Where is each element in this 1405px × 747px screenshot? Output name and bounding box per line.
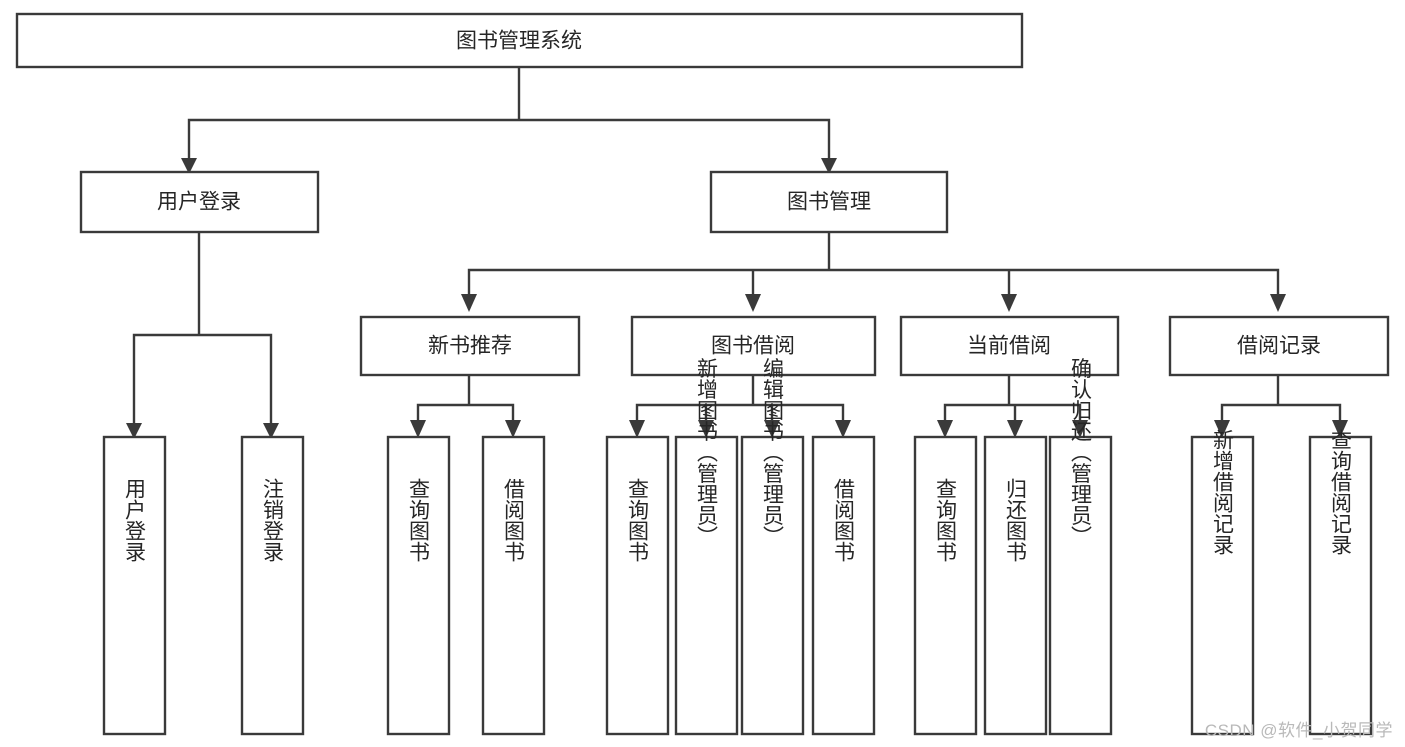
leaf-node-bookborrow-query[interactable]: 查询图书	[605, 435, 670, 736]
leaf-node-newbook-query[interactable]: 查询图书	[386, 435, 451, 736]
connector-borrowrecord-to-leaves	[1220, 373, 1342, 426]
node-label-new-book-recommend: 新书推荐	[428, 335, 512, 358]
leaf-label-query-book: 查询图书	[934, 478, 958, 562]
node-box-shape	[1168, 315, 1390, 377]
connector-group-current-borrow	[937, 373, 1088, 438]
connector-group-borrow-record	[1214, 373, 1348, 438]
arrow-head-icon	[1332, 420, 1348, 438]
leaf-label-borrow-book: 借阅图书	[502, 478, 526, 562]
connector-group-new-book	[410, 373, 521, 438]
leaf-node-borrowrecord-add[interactable]: 新增借阅记录	[1190, 429, 1255, 736]
node-box-shape	[913, 435, 978, 736]
arrow-head-icon	[1072, 420, 1088, 438]
arrow-head-icon	[263, 423, 279, 439]
connector-currentborrow-to-leaves	[943, 373, 1082, 426]
arrow-head-icon	[629, 420, 645, 438]
node-box-shape	[481, 435, 546, 736]
node-box-shape	[630, 315, 877, 377]
connector-group-root	[181, 65, 837, 174]
node-user-login[interactable]: 用户登录	[79, 170, 320, 234]
arrow-head-icon	[1001, 294, 1017, 312]
node-box-shape	[740, 435, 805, 736]
leaf-node-borrowrecord-query[interactable]: 查询借阅记录	[1308, 429, 1373, 736]
node-label-borrow-record: 借阅记录	[1237, 335, 1321, 358]
leaf-node-user-login-login[interactable]: 用户登录	[102, 435, 167, 736]
node-box-shape	[102, 435, 167, 736]
node-book-management[interactable]: 图书管理	[709, 170, 949, 234]
node-box-shape	[674, 435, 739, 736]
node-label-book-borrow: 图书借阅	[711, 335, 795, 358]
leaf-node-newbook-borrow[interactable]: 借阅图书	[481, 435, 546, 736]
leaf-node-bookborrow-edit[interactable]: 编辑图书（管理员）	[740, 358, 805, 736]
connector-bookmanage-to-level3	[467, 230, 1280, 298]
node-box-shape	[1308, 435, 1373, 736]
node-box-shape	[1190, 435, 1255, 736]
leaf-label-user-login: 用户登录	[123, 478, 147, 562]
node-box-shape	[79, 170, 320, 234]
leaf-label-query-borrow-record: 查询借阅记录	[1329, 429, 1353, 555]
node-box-shape	[15, 12, 1024, 69]
node-box-shape	[240, 435, 305, 736]
arrow-head-icon	[410, 420, 426, 438]
connector-userlogin-to-leaves	[132, 230, 273, 427]
leaf-label-edit-book-admin: 编辑图书（管理员）	[761, 358, 785, 547]
leaf-label-add-borrow-record: 新增借阅记录	[1211, 429, 1235, 555]
node-borrow-record[interactable]: 借阅记录	[1168, 315, 1390, 377]
connector-bookborrow-to-leaves	[635, 373, 845, 426]
connector-group-book-manage	[461, 230, 1286, 312]
arrow-head-icon	[505, 420, 521, 438]
arrow-head-icon	[745, 294, 761, 312]
connector-newbook-to-leaves	[416, 373, 515, 426]
node-box-shape	[359, 315, 581, 377]
leaf-label-add-book-admin: 新增图书（管理员）	[695, 358, 719, 547]
node-box-shape	[605, 435, 670, 736]
arrow-head-icon	[698, 420, 714, 438]
node-root-system[interactable]: 图书管理系统	[15, 12, 1024, 69]
node-box-shape	[386, 435, 451, 736]
node-current-borrow[interactable]: 当前借阅	[899, 315, 1120, 377]
connector-group-user-login	[126, 230, 279, 439]
leaf-node-bookborrow-borrow[interactable]: 借阅图书	[811, 435, 876, 736]
node-box-shape	[811, 435, 876, 736]
connector-group-book-borrow	[629, 373, 851, 438]
node-box-shape	[1048, 435, 1113, 736]
arrow-head-icon	[461, 294, 477, 312]
leaf-label-query-book: 查询图书	[626, 478, 650, 562]
arrow-head-icon	[1270, 294, 1286, 312]
node-label-root: 图书管理系统	[456, 30, 582, 53]
node-label-user-login: 用户登录	[157, 191, 241, 214]
arrow-head-icon	[937, 420, 953, 438]
node-box-shape	[899, 315, 1120, 377]
leaf-label-query-book: 查询图书	[407, 478, 431, 562]
arrow-head-icon	[821, 158, 837, 174]
leaf-label-return-book: 归还图书	[1004, 478, 1028, 562]
arrow-head-icon	[1007, 420, 1023, 438]
node-box-shape	[709, 170, 949, 234]
leaf-node-currentborrow-return[interactable]: 归还图书	[983, 435, 1048, 736]
arrow-head-icon	[1214, 420, 1230, 438]
node-new-book-recommend[interactable]: 新书推荐	[359, 315, 581, 377]
leaf-node-currentborrow-confirm[interactable]: 确认归还（管理员）	[1048, 358, 1113, 736]
leaf-node-bookborrow-add[interactable]: 新增图书（管理员）	[674, 358, 739, 736]
node-book-borrow[interactable]: 图书借阅	[630, 315, 877, 377]
arrow-head-icon	[181, 158, 197, 174]
leaf-label-logout: 注销登录	[261, 478, 285, 562]
leaf-node-currentborrow-query[interactable]: 查询图书	[913, 435, 978, 736]
arrow-head-icon	[126, 423, 142, 439]
node-box-shape	[983, 435, 1048, 736]
connector-root-to-level2	[187, 65, 831, 162]
arrow-head-icon	[835, 420, 851, 438]
node-label-book-management: 图书管理	[787, 191, 871, 214]
leaf-node-user-login-logout[interactable]: 注销登录	[240, 435, 305, 736]
arrow-head-icon	[764, 420, 780, 438]
leaf-label-confirm-return-admin: 确认归还（管理员）	[1069, 358, 1093, 547]
node-label-current-borrow: 当前借阅	[967, 335, 1051, 358]
leaf-label-borrow-book: 借阅图书	[832, 478, 856, 562]
